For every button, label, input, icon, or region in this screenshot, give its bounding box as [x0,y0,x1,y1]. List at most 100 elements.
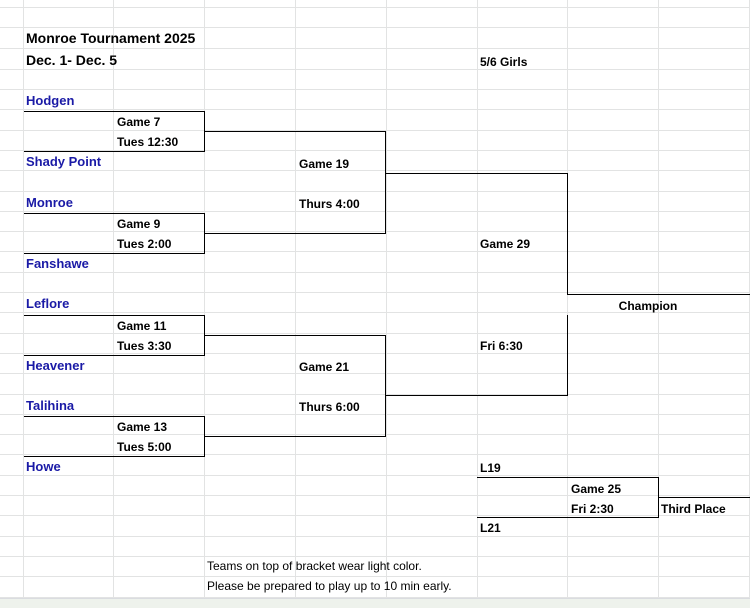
grid-cell[interactable] [205,313,296,334]
grid-cell[interactable] [205,232,296,252]
grid-cell[interactable] [478,212,568,232]
grid-cell[interactable] [296,232,387,252]
grid-cell[interactable] [568,252,659,273]
grid-cell[interactable] [387,70,478,90]
grid-cell[interactable] [296,70,387,90]
grid-cell[interactable] [205,273,296,293]
third-place-label[interactable]: Third Place [661,502,726,516]
grid-cell[interactable] [659,516,750,537]
tournament-dates[interactable]: Dec. 1- Dec. 5 [26,52,118,68]
grid-cell[interactable] [0,232,24,252]
grid-cell[interactable] [387,293,478,313]
grid-cell[interactable] [387,496,478,516]
game-19-time[interactable]: Thurs 4:00 [299,197,360,211]
grid-cell[interactable] [205,192,296,212]
grid-cell[interactable] [296,415,387,435]
grid-cell[interactable] [0,577,24,598]
grid-cell[interactable] [478,151,568,171]
grid-cell[interactable] [478,171,568,192]
grid-cell[interactable] [114,577,205,598]
grid-cell[interactable] [114,374,205,395]
grid-cell[interactable] [205,334,296,354]
grid-cell[interactable] [205,577,296,598]
grid-cell[interactable] [114,171,205,192]
grid-cell[interactable] [0,496,24,516]
grid-cell[interactable] [24,415,114,435]
grid-cell[interactable] [659,28,750,49]
game-21-time[interactable]: Thurs 6:00 [299,400,360,414]
grid-cell[interactable] [24,496,114,516]
grid-cell[interactable] [659,232,750,252]
grid-cell[interactable] [568,131,659,151]
grid-cell[interactable] [205,90,296,110]
grid-cell[interactable] [205,415,296,435]
grid-cell[interactable] [659,577,750,598]
grid-cell[interactable] [24,334,114,354]
grid-cell[interactable] [296,151,387,171]
grid-cell[interactable] [296,557,387,577]
grid-cell[interactable] [478,516,568,537]
grid-cell[interactable] [478,70,568,90]
grid-cell[interactable] [24,212,114,232]
grid-cell[interactable] [659,110,750,131]
grid-cell[interactable] [296,110,387,131]
game-19-label[interactable]: Game 19 [299,157,350,171]
team-hodgen[interactable]: Hodgen [26,93,75,108]
grid-cell[interactable] [24,28,114,49]
grid-cell[interactable] [0,171,24,192]
grid-cell[interactable] [387,435,478,455]
grid-cell[interactable] [205,537,296,557]
grid-cell[interactable] [24,70,114,90]
game-29-label[interactable]: Game 29 [480,237,531,251]
grid-cell[interactable] [205,374,296,395]
team-monroe[interactable]: Monroe [26,195,73,210]
team-fanshawe[interactable]: Fanshawe [26,256,89,271]
grid-cell[interactable] [478,273,568,293]
grid-cell[interactable] [387,232,478,252]
grid-cell[interactable] [24,577,114,598]
grid-cell[interactable] [478,293,568,313]
grid-cell[interactable] [296,49,387,70]
grid-cell[interactable] [387,28,478,49]
grid-cell[interactable] [24,151,114,171]
grid-cell[interactable] [205,354,296,374]
grid-cell[interactable] [659,313,750,334]
grid-cell[interactable] [205,252,296,273]
grid-cell[interactable] [387,557,478,577]
grid-cell[interactable] [568,334,659,354]
game-9-label[interactable]: Game 9 [117,217,161,231]
team-shady-point[interactable]: Shady Point [26,154,102,169]
division-label[interactable]: 5/6 Girls [480,55,528,69]
grid-cell[interactable] [0,0,24,8]
grid-cell[interactable] [0,28,24,49]
grid-cell[interactable] [0,516,24,537]
grid-cell[interactable] [478,90,568,110]
grid-cell[interactable] [568,90,659,110]
grid-cell[interactable] [387,354,478,374]
grid-cell[interactable] [568,8,659,28]
grid-cell[interactable] [24,171,114,192]
grid-cell[interactable] [0,476,24,496]
grid-cell[interactable] [296,131,387,151]
grid-cell[interactable] [478,435,568,455]
grid-cell[interactable] [24,557,114,577]
game-29-time[interactable]: Fri 6:30 [480,339,523,353]
grid-cell[interactable] [387,273,478,293]
grid-cell[interactable] [478,354,568,374]
grid-cell[interactable] [387,537,478,557]
grid-cell[interactable] [205,151,296,171]
grid-cell[interactable] [478,8,568,28]
grid-cell[interactable] [0,110,24,131]
grid-cell[interactable] [478,476,568,496]
grid-cell[interactable] [387,8,478,28]
grid-cell[interactable] [387,212,478,232]
grid-cell[interactable] [478,577,568,598]
grid-cell[interactable] [0,273,24,293]
grid-cell[interactable] [568,232,659,252]
team-leflore[interactable]: Leflore [26,296,70,311]
grid-cell[interactable] [659,252,750,273]
grid-cell[interactable] [568,110,659,131]
grid-cell[interactable] [296,0,387,8]
grid-cell[interactable] [0,435,24,455]
grid-cell[interactable] [387,252,478,273]
